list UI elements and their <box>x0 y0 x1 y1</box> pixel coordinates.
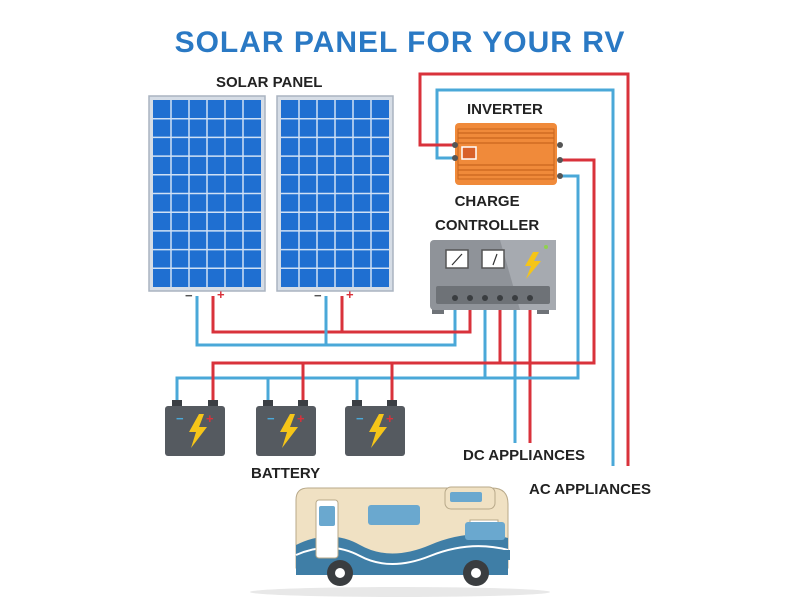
svg-text:+: + <box>206 411 214 426</box>
panel2-positive-mark: + <box>346 287 354 302</box>
solar-panel-2 <box>276 95 394 292</box>
charge-controller-label: CHARGE CONTROLLER <box>435 193 540 234</box>
inverter-label: INVERTER <box>467 101 543 118</box>
ac-negative-wire <box>435 88 615 466</box>
controller-bolt-icon <box>525 252 541 279</box>
inverter-negative-wire <box>485 174 580 380</box>
battery-bolt-icon <box>369 414 387 448</box>
battery-bolt-icon <box>189 414 207 448</box>
gauge-2 <box>481 249 505 269</box>
svg-text:+: + <box>386 411 394 426</box>
wires <box>175 72 630 466</box>
charge-controller <box>430 240 556 314</box>
inverter <box>452 123 563 185</box>
battery-2: − + <box>256 400 316 456</box>
controller-terminals <box>452 295 533 301</box>
svg-text:−: − <box>176 411 184 426</box>
inverter-fins <box>458 132 554 176</box>
battery-bolt-icon <box>280 414 298 448</box>
battery-positive-bus <box>211 305 502 402</box>
panel2-negative-mark: − <box>314 288 322 303</box>
panel1-negative-mark: − <box>185 288 193 303</box>
battery-3: − + <box>345 400 405 456</box>
solar-panel-label: SOLAR PANEL <box>216 74 323 91</box>
ac-appliances-label: AC APPLIANCES <box>529 481 651 498</box>
inverter-indicator <box>461 146 477 160</box>
ac-positive-wire <box>418 72 630 466</box>
rv-illustration <box>250 486 550 597</box>
svg-text:+: + <box>297 411 305 426</box>
inverter-positive-wire <box>500 158 596 365</box>
svg-text:−: − <box>267 411 275 426</box>
solar-panel-1 <box>148 95 266 292</box>
battery-label: BATTERY <box>251 465 321 482</box>
page-title: SOLAR PANEL FOR YOUR RV <box>174 26 626 59</box>
svg-text:−: − <box>356 411 364 426</box>
panel1-positive-mark: + <box>217 287 225 302</box>
dc-appliances-label: DC APPLIANCES <box>463 447 585 464</box>
battery-1: − + <box>165 400 225 456</box>
battery-negative-bus <box>175 305 487 402</box>
